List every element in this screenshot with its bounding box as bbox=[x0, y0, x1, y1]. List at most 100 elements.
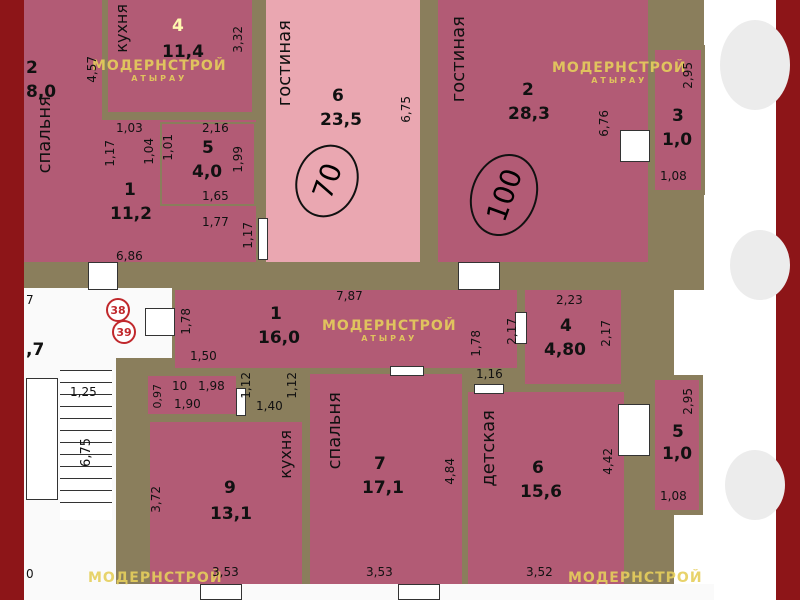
room-area: 15,6 bbox=[520, 482, 562, 502]
dimension: 2,23 bbox=[556, 293, 583, 307]
room-living-2 bbox=[438, 0, 648, 262]
dimension: 6,76 bbox=[597, 110, 611, 137]
dimension: 6,86 bbox=[116, 249, 143, 263]
door bbox=[474, 384, 504, 394]
room-area: 17,1 bbox=[362, 478, 404, 498]
room-name: детская bbox=[478, 410, 499, 487]
dimension: 4,42 bbox=[601, 448, 615, 475]
dimension: 7 bbox=[26, 293, 34, 307]
dimension: 1,50 bbox=[190, 349, 217, 363]
room-area: 1,0 bbox=[662, 444, 693, 464]
room-number: 6 bbox=[332, 86, 344, 106]
dimension: 3,72 bbox=[149, 486, 163, 513]
dimension: 1,12 bbox=[285, 372, 299, 399]
room-wc-10 bbox=[148, 376, 236, 414]
background-shape bbox=[730, 230, 790, 300]
left-frame bbox=[0, 0, 24, 600]
dimension: 1,08 bbox=[660, 169, 687, 183]
room-kitchen-9 bbox=[150, 422, 302, 584]
dimension: 6,75 bbox=[399, 96, 413, 123]
door bbox=[145, 308, 175, 336]
room-number: 2 bbox=[522, 80, 534, 100]
room-hall-1-bottom bbox=[175, 290, 517, 368]
dimension: 0 bbox=[26, 567, 34, 581]
dimension: 3,32 bbox=[231, 26, 245, 53]
background-shape bbox=[725, 450, 785, 520]
room-number: 5 bbox=[672, 422, 684, 442]
room-number: 10 bbox=[172, 379, 188, 393]
room-bath-5 bbox=[160, 122, 256, 206]
room-number: 4 bbox=[172, 16, 184, 36]
window bbox=[398, 584, 440, 600]
room-area: 16,0 bbox=[258, 328, 300, 348]
dimension: 1,04 bbox=[142, 138, 156, 165]
room-kitchen-4 bbox=[108, 0, 252, 112]
room-area: 8,0 bbox=[26, 82, 57, 102]
room-area: 11,4 bbox=[162, 42, 204, 62]
dimension: 1,78 bbox=[469, 330, 483, 357]
door bbox=[236, 388, 246, 416]
door bbox=[515, 312, 527, 344]
room-name: кухня bbox=[112, 4, 131, 53]
dimension: 3,52 bbox=[526, 565, 553, 579]
room-balcony-5 bbox=[655, 380, 699, 510]
dimension: 3,53 bbox=[212, 565, 239, 579]
dimension: 2,17 bbox=[599, 320, 613, 347]
dimension: 1,98 bbox=[198, 379, 225, 393]
room-balcony-3 bbox=[655, 50, 701, 190]
room-number: 1 bbox=[124, 180, 136, 200]
room-area: 28,3 bbox=[508, 104, 550, 124]
dimension: 1,03 bbox=[116, 121, 143, 135]
dimension: 3,53 bbox=[366, 565, 393, 579]
room-area: 1,90 bbox=[174, 397, 201, 411]
dimension: 4,84 bbox=[443, 458, 457, 485]
watermark-logo: МОДЕРНСТРОЙ bbox=[88, 570, 223, 586]
background-shape bbox=[720, 20, 790, 110]
dimension: 1,77 bbox=[202, 215, 229, 229]
dimension: 2,16 bbox=[202, 121, 229, 135]
dimension: 1,65 bbox=[202, 189, 229, 203]
room-number: 2 bbox=[26, 58, 38, 78]
dimension: 1,17 bbox=[241, 222, 255, 249]
room-area: 4,0 bbox=[192, 162, 223, 182]
room-name: кухня bbox=[276, 430, 295, 479]
room-number: 9 bbox=[224, 478, 236, 498]
room-name: спальня bbox=[324, 392, 345, 470]
door bbox=[88, 262, 118, 290]
door bbox=[258, 218, 268, 260]
dimension: 1,08 bbox=[660, 489, 687, 503]
room-number: 3 bbox=[672, 106, 684, 126]
room-area: 4,80 bbox=[544, 340, 586, 360]
room-bedroom-7 bbox=[310, 374, 462, 584]
dimension: 1,78 bbox=[179, 308, 193, 335]
dimension: 2,95 bbox=[681, 62, 695, 89]
dimension: 4,57 bbox=[85, 56, 99, 83]
window bbox=[200, 584, 242, 600]
balcony-door-top bbox=[620, 130, 650, 162]
door bbox=[390, 366, 424, 376]
room-bedroom-2-overlay bbox=[24, 0, 102, 206]
room-storage-4 bbox=[525, 290, 621, 384]
door bbox=[458, 262, 500, 290]
room-area: ,7 bbox=[26, 340, 45, 360]
dimension: 1,40 bbox=[256, 399, 283, 413]
dimension: 7,87 bbox=[336, 289, 363, 303]
watermark-logo: МОДЕРНСТРОЙ bbox=[568, 570, 703, 586]
stair-steps bbox=[60, 370, 112, 520]
room-area: 11,2 bbox=[110, 204, 152, 224]
dimension: 1,99 bbox=[231, 146, 245, 173]
room-number: 4 bbox=[560, 316, 572, 336]
room-area: 13,1 bbox=[210, 504, 252, 524]
dimension: 2,17 bbox=[505, 318, 519, 345]
room-number: 6 bbox=[532, 458, 544, 478]
dimension: 0,97 bbox=[151, 384, 164, 409]
dimension: 2,95 bbox=[681, 388, 695, 415]
dimension: 1,16 bbox=[476, 367, 503, 381]
flat-number-badge: 39 bbox=[112, 320, 136, 344]
room-kids-6 bbox=[468, 392, 624, 584]
room-living-6 bbox=[266, 0, 420, 262]
room-name: гостиная bbox=[448, 16, 469, 103]
